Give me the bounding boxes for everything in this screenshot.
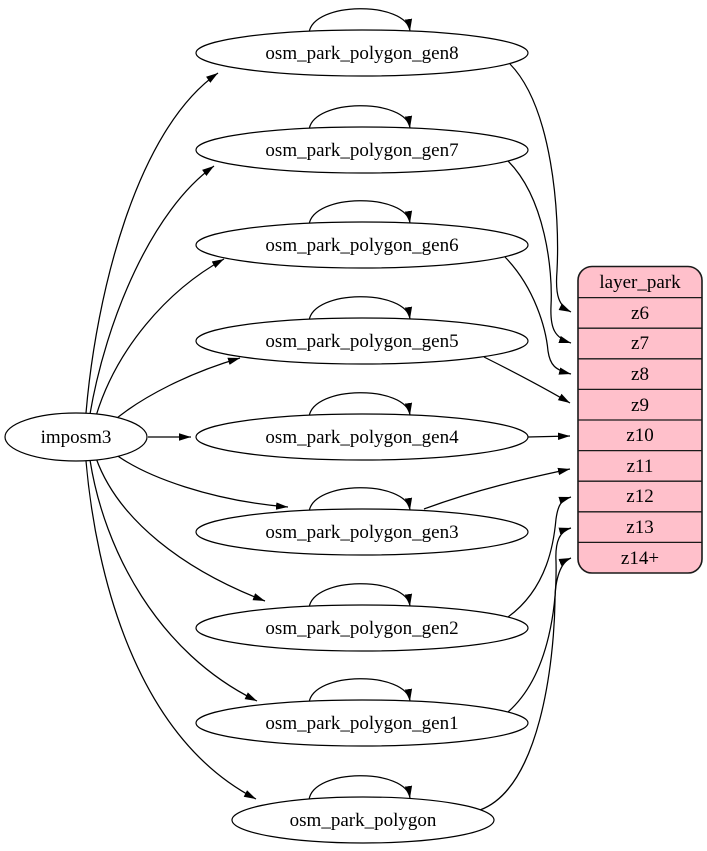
- node-osm-park-polygon-gen6: osm_park_polygon_gen6: [195, 221, 529, 269]
- node-ellipse: [195, 413, 529, 461]
- node-ellipse: [195, 508, 529, 556]
- node-ellipse: [195, 221, 529, 269]
- node-label: osm_park_polygon_gen5: [265, 331, 458, 352]
- self-loop-osm-park-polygon-gen8: [308, 8, 413, 34]
- node-layer-park-table: layer_park z6 z7 z8 z9 z10 z11 z12 z13 z…: [577, 265, 703, 574]
- self-loop-osm-park-polygon-gen6: [308, 200, 413, 226]
- edge-imposm3-to-osm-park-polygon-gen5: [110, 357, 241, 424]
- node-imposm3-ellipse: [4, 412, 148, 462]
- node-osm-park-polygon-gen2: osm_park_polygon_gen2: [195, 604, 529, 652]
- node-imposm3-label: imposm3: [41, 427, 112, 448]
- node-osm-park-polygon-gen8: osm_park_polygon_gen8: [195, 29, 529, 77]
- edge-imposm3-to-osm-park-polygon-gen8: [85, 72, 219, 414]
- edge-osm-park-polygon-to-z14plus: [479, 557, 572, 811]
- node-ellipse: [195, 604, 529, 652]
- self-loop-osm-park-polygon-gen7: [308, 105, 413, 131]
- node-label: osm_park_polygon: [290, 810, 437, 831]
- self-loop-osm-park-polygon-gen4: [308, 392, 413, 418]
- layer-park-title: layer_park: [599, 272, 681, 293]
- layer-park-row-z10: z10: [626, 425, 653, 446]
- edge-imposm3-to-osm-park-polygon-gen3: [110, 450, 289, 510]
- edges-to-layer-table: [423, 63, 572, 811]
- self-loop-osm-park-polygon-gen5: [308, 296, 413, 322]
- layer-park-row-z14plus: z14+: [621, 548, 659, 569]
- node-osm-park-polygon-gen4: osm_park_polygon_gen4: [195, 413, 529, 461]
- edge-osm-park-polygon-gen2-to-z12: [507, 496, 572, 618]
- layer-park-row-z8: z8: [631, 364, 649, 385]
- self-loop-edges: [308, 8, 413, 801]
- self-loop-osm-park-polygon-gen2: [308, 583, 413, 609]
- node-osm-park-polygon-gen5: osm_park_polygon_gen5: [195, 317, 529, 365]
- edge-osm-park-polygon-gen5-to-z9: [483, 356, 571, 404]
- edge-osm-park-polygon-gen1-to-z13: [507, 527, 572, 713]
- edge-imposm3-to-osm-park-polygon-gen6: [95, 258, 225, 417]
- edge-imposm3-to-osm-park-polygon-gen7: [89, 165, 215, 415]
- node-ellipse: [195, 317, 529, 365]
- layer-park-row-z9: z9: [631, 395, 649, 416]
- node-label: osm_park_polygon_gen7: [265, 140, 458, 161]
- node-osm-park-polygon-gen3: osm_park_polygon_gen3: [195, 508, 529, 556]
- node-osm-park-polygon-gen7: osm_park_polygon_gen7: [195, 126, 529, 174]
- node-label: osm_park_polygon_gen1: [265, 713, 458, 734]
- edge-osm-park-polygon-gen7-to-z7: [507, 160, 572, 344]
- node-label: osm_park_polygon_gen2: [265, 618, 458, 639]
- node-ellipse: [195, 126, 529, 174]
- node-osm-park-polygon: osm_park_polygon: [231, 796, 495, 844]
- node-label: osm_park_polygon_gen6: [265, 235, 458, 256]
- node-label: osm_park_polygon_gen8: [265, 43, 458, 64]
- edge-imposm3-to-osm-park-polygon: [85, 460, 257, 800]
- edge-imposm3-to-osm-park-polygon-gen2: [95, 457, 266, 602]
- layer-park-row-z11: z11: [627, 456, 654, 477]
- node-label: osm_park_polygon_gen4: [265, 427, 459, 448]
- layer-park-row-z7: z7: [631, 333, 649, 354]
- edge-osm-park-polygon-gen4-to-z10: [527, 432, 571, 440]
- edges-from-source: [85, 72, 289, 800]
- edge-osm-park-polygon-gen6-to-z8: [504, 256, 572, 375]
- node-osm-park-polygon-gen1: osm_park_polygon_gen1: [195, 699, 529, 747]
- layer-park-row-z13: z13: [626, 517, 653, 538]
- node-ellipse: [195, 699, 529, 747]
- layer-park-row-z12: z12: [626, 486, 653, 507]
- edge-imposm3-to-osm-park-polygon-gen1: [89, 459, 258, 702]
- self-loop-osm-park-polygon-gen1: [308, 678, 413, 704]
- node-ellipse: [195, 29, 529, 77]
- node-label: osm_park_polygon_gen3: [265, 522, 458, 543]
- layer-park-row-z6: z6: [631, 303, 649, 324]
- node-ellipse: [231, 796, 495, 844]
- edge-osm-park-polygon-gen3-to-z11: [423, 467, 571, 510]
- self-loop-osm-park-polygon: [308, 775, 413, 801]
- node-imposm3: imposm3: [4, 412, 148, 462]
- edge-osm-park-polygon-gen8-to-z6: [509, 63, 572, 313]
- self-loop-osm-park-polygon-gen3: [308, 487, 413, 513]
